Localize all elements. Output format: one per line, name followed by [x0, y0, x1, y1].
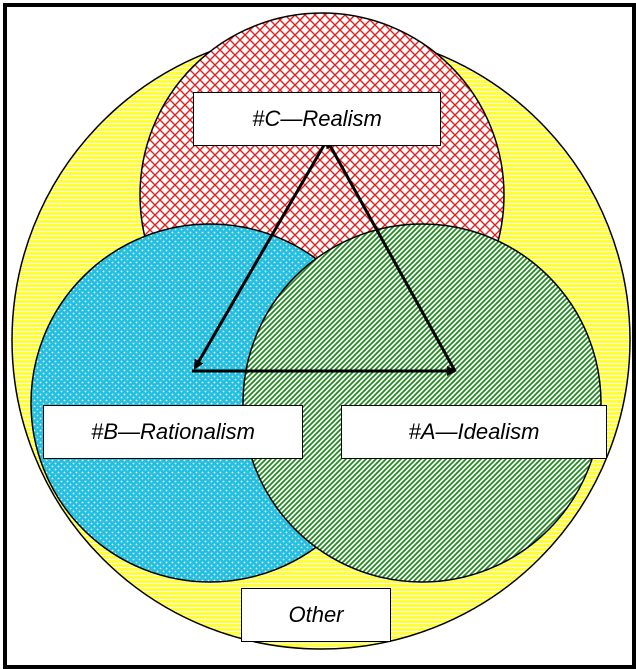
other-label: Other — [241, 588, 391, 642]
idealism-label: #A—Idealism — [341, 405, 607, 459]
arrow-realism-to-rationalism — [193, 139, 329, 370]
idealism-circle — [242, 223, 602, 583]
arrow-idealism-to-realism — [325, 138, 457, 372]
realism-label: #C—Realism — [193, 92, 441, 146]
rationalism-label: #B—Rationalism — [43, 405, 303, 459]
